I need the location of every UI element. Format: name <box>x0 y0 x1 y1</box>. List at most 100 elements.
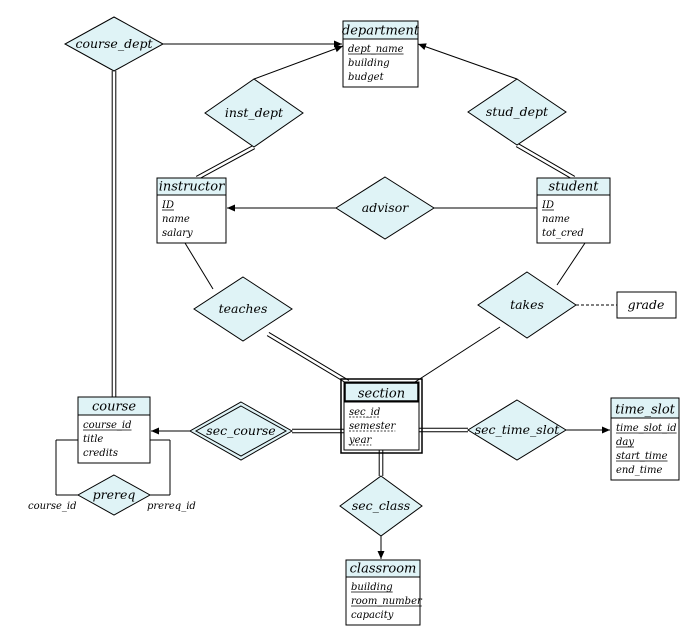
stud-dept-to-department-line <box>417 43 518 80</box>
inst-dept-to-department-line-arrowhead <box>334 45 343 53</box>
entity-name: classroom <box>350 562 417 577</box>
student-to-takes-line <box>556 242 586 286</box>
attribute-key: room_number <box>351 596 423 607</box>
diamond-shape <box>76 474 152 516</box>
teaches-to-section-line <box>268 332 350 381</box>
stud-dept-to-department-line-arrowhead <box>418 43 427 50</box>
entity-header <box>343 381 420 403</box>
attribute-key: sec_id <box>349 407 380 418</box>
diamond-shape <box>467 78 567 146</box>
instructor-to-inst-dept-line <box>197 148 256 181</box>
diamond-shape <box>193 276 293 342</box>
relationship-label: course_dept <box>75 36 153 51</box>
entity-department: department dept_name building budget <box>342 20 420 88</box>
role-label-course-id: course_id <box>28 501 77 512</box>
attribute: credits <box>83 448 118 459</box>
instructor-to-inst-dept-line <box>195 144 254 177</box>
diamond-shape <box>339 475 423 537</box>
attribute-key: dept_name <box>348 44 404 55</box>
relationship-inst-dept: inst_dept <box>204 78 304 148</box>
attribute-key: day <box>616 437 634 448</box>
weak-entity-outer-border <box>340 378 423 454</box>
attribute-key: start_time <box>616 451 668 462</box>
diamond-shape <box>477 271 577 339</box>
entity-name: student <box>549 180 600 195</box>
instructor-to-teaches-line <box>184 242 214 290</box>
relationship-teaches: teaches <box>193 276 293 342</box>
sec-class-to-classroom-line-arrowhead <box>377 551 385 559</box>
entity-section: section sec_id semester year <box>340 378 423 454</box>
attribute: name <box>162 214 190 225</box>
relationship-label: sec_course <box>206 423 275 438</box>
student-to-stud-dept-line <box>517 143 576 177</box>
attribute-key: building <box>351 582 393 593</box>
entity-name: course <box>92 400 136 415</box>
attribute: building <box>348 58 390 69</box>
relationship-course-dept: course_dept <box>63 16 165 72</box>
role-label-prereq-id: prereq_id <box>147 501 196 512</box>
relationship-prereq: prereq <box>76 474 152 516</box>
attribute-key: ID <box>541 200 554 211</box>
attribute-key: ID <box>161 200 174 211</box>
entity-header <box>342 20 419 40</box>
diamond-shape <box>63 16 165 72</box>
diamond-shape <box>204 78 304 148</box>
relationship-stud-dept: stud_dept <box>467 78 567 146</box>
attribute: tot_cred <box>542 228 584 239</box>
attribute-key: semester <box>349 421 397 432</box>
attribute-key: course_id <box>83 420 132 431</box>
entity-header <box>156 177 227 196</box>
teaches-to-section-line <box>266 335 348 384</box>
relationship-advisor: advisor <box>335 176 435 240</box>
relationship-sec-class: sec_class <box>339 475 423 537</box>
attribute: title <box>83 434 103 445</box>
relationship-label: sec_time_slot <box>475 422 561 437</box>
relationship-label: advisor <box>362 200 409 215</box>
relationship-sec-course: sec_course <box>188 401 294 461</box>
inst-dept-to-department-line <box>253 45 344 80</box>
entity-header <box>345 559 421 578</box>
attribute-box <box>616 291 677 319</box>
attribute: budget <box>348 72 385 83</box>
attribute-label: grade <box>628 297 665 312</box>
entity-name: section <box>358 387 405 402</box>
entity-header <box>77 396 151 416</box>
entity-name: time_slot <box>615 403 676 418</box>
sec-time-slot-to-time-slot-line-arrowhead <box>602 426 610 434</box>
attribute: capacity <box>351 610 394 621</box>
advisor-to-instructor-line-arrowhead <box>227 204 235 212</box>
sec-course-to-course-line-arrowhead <box>151 427 159 435</box>
relationship-label: takes <box>510 297 544 312</box>
identifying-inner-diamond <box>194 405 288 457</box>
relationship-label: prereq <box>93 487 136 502</box>
attribute-key: year <box>348 435 373 446</box>
student-to-stud-dept-line <box>515 146 574 180</box>
attribute: end_time <box>616 465 662 476</box>
entity-name: department <box>342 24 420 39</box>
relationship-label: stud_dept <box>486 104 549 119</box>
diamond-shape <box>188 401 294 461</box>
entity-name: instructor <box>159 180 225 195</box>
relationship-label: sec_class <box>352 498 410 513</box>
relationship-label: teaches <box>219 301 268 316</box>
relationship-attribute-grade: grade <box>616 291 677 319</box>
entity-header <box>610 397 680 419</box>
connector-lines <box>55 40 617 559</box>
attribute-key: time_slot_id <box>616 423 677 434</box>
entity-header <box>536 177 611 196</box>
diamond-shape <box>467 399 567 461</box>
relationship-takes: takes <box>477 271 577 339</box>
diamond-shape <box>335 176 435 240</box>
attribute: name <box>542 214 570 225</box>
relationship-label: inst_dept <box>225 105 284 120</box>
attribute: salary <box>162 228 193 239</box>
entity-classroom: classroom building room_number capacity <box>345 559 423 626</box>
takes-to-section-line <box>414 326 501 383</box>
weak-entity-header-border <box>344 382 419 402</box>
relationship-sec-time-slot: sec_time_slot <box>467 399 567 461</box>
